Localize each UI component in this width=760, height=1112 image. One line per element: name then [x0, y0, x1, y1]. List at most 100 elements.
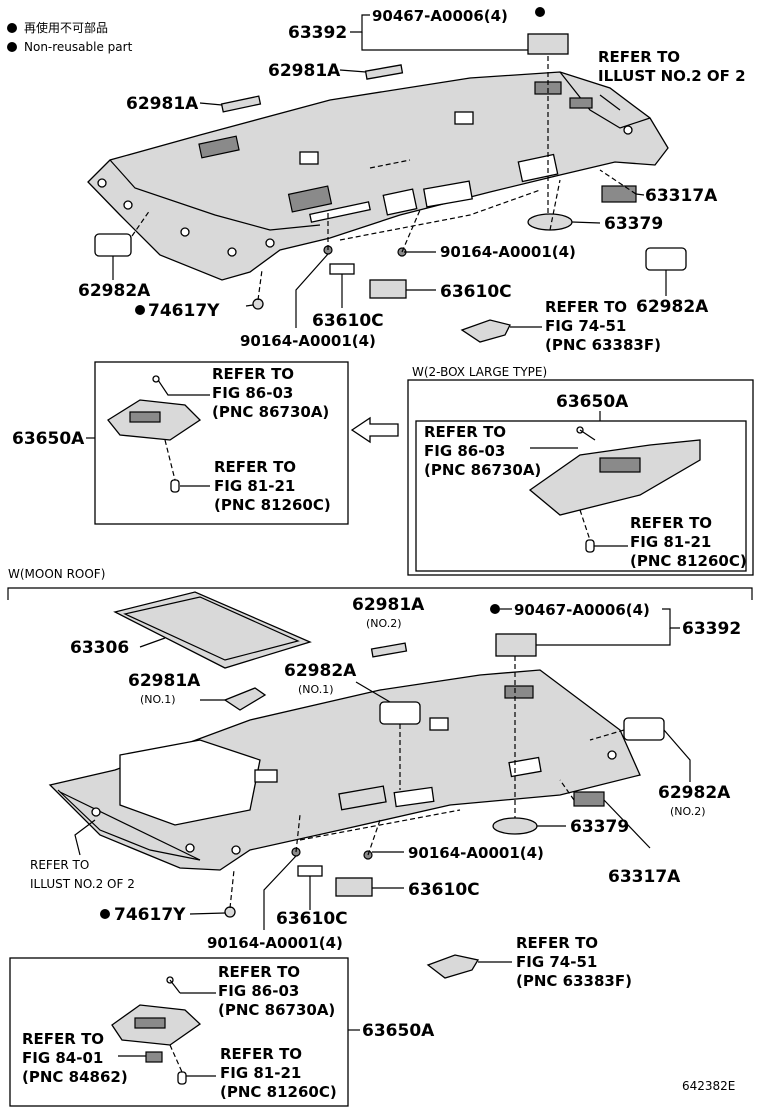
label-90164: 90164-A0001(4)	[408, 844, 544, 862]
label-no1: (NO.1)	[298, 683, 334, 696]
label-62982A: 62982A	[78, 281, 151, 301]
clip-hole	[180, 227, 190, 237]
non-reusable-dot-icon	[100, 909, 110, 919]
rear-recess	[569, 97, 593, 109]
label-63379: 63379	[604, 214, 663, 234]
clip-hole	[91, 807, 101, 817]
wire	[169, 979, 181, 994]
refer-81-line1: REFER TO	[630, 514, 712, 532]
refer-illust-line2: ILLUST NO.2 OF 2	[30, 877, 135, 891]
label-74617Y: 74617Y	[114, 905, 186, 925]
refer-84-line1: REFER TO	[22, 1030, 104, 1048]
guide-line	[401, 209, 421, 253]
guide-line	[369, 159, 411, 169]
bottom-detail-box: 63650A REFER TO FIG 86-03 (PNC 86730A) R…	[9, 957, 435, 1107]
refer-81-line2: FIG 81-21	[214, 477, 295, 495]
refer-74-line1: REFER TO	[516, 934, 598, 952]
label-63610C: 63610C	[312, 311, 384, 331]
label-63610C: 63610C	[408, 880, 480, 900]
leader-line	[189, 912, 226, 915]
left-detail-box: 63650A REFER TO FIG 86-03 (PNC 86730A) R…	[12, 361, 349, 525]
guide-line	[299, 809, 461, 841]
center-strip	[309, 201, 371, 223]
guide-line	[257, 269, 263, 301]
detail-frame	[94, 361, 349, 525]
room-lamp-large-part	[528, 439, 701, 516]
refer-illust-line1: REFER TO	[598, 48, 680, 66]
label-no2: (NO.2)	[670, 805, 706, 818]
lamp-lens	[129, 411, 161, 423]
label-63317A: 63317A	[645, 186, 718, 206]
headliner-panel	[87, 71, 669, 281]
console-opening	[393, 786, 435, 808]
arrow-left-icon	[350, 416, 399, 444]
label-90164: 90164-A0001(4)	[207, 934, 343, 952]
label-63317A: 63317A	[608, 867, 681, 887]
guide-line	[131, 209, 151, 237]
top-headliner-assembly: 63392 90467-A0006(4) 62981A 62981A REFER…	[78, 7, 746, 354]
refer-81-line1: REFER TO	[220, 1045, 302, 1063]
assist-grip-cover-part	[220, 95, 262, 113]
guide-line	[295, 814, 301, 853]
label-90164: 90164-A0001(4)	[440, 243, 576, 261]
non-reusable-dot-icon	[7, 23, 17, 33]
clip-hole	[607, 750, 617, 760]
sunshade-inner	[123, 596, 300, 661]
hook-part	[645, 247, 687, 271]
guide-line	[559, 779, 575, 801]
leader-line	[571, 221, 601, 224]
leader-line	[245, 304, 254, 307]
refer-81-line3: (PNC 81260C)	[630, 552, 747, 570]
bulb-part	[177, 1071, 187, 1085]
guide-line	[579, 509, 591, 541]
refer-86-line3: (PNC 86730A)	[424, 461, 541, 479]
refer-86-line2: FIG 86-03	[212, 384, 293, 402]
lamp-opening	[382, 188, 418, 216]
guide-line	[367, 819, 381, 856]
leader-line	[663, 729, 691, 782]
leader-line	[536, 628, 671, 646]
non-reusable-dot-icon	[535, 7, 545, 17]
guide-line	[164, 439, 176, 481]
leader-line	[662, 608, 680, 629]
leader-line	[599, 94, 621, 111]
variant-title: W(MOON ROOF)	[8, 567, 105, 581]
leader-line	[199, 102, 223, 106]
clip-hole	[185, 843, 195, 853]
refer-86-line1: REFER TO	[212, 365, 294, 383]
refer-86-line3: (PNC 86730A)	[212, 403, 329, 421]
right-detail-box: W(2-BOX LARGE TYPE) 63650A REFER TO FIG …	[407, 365, 754, 576]
label-62982A-no2: 62982A	[658, 783, 731, 803]
refer-86-line1: REFER TO	[218, 963, 300, 981]
lamp-housing-part	[527, 33, 569, 55]
harness-part	[460, 319, 511, 343]
leader-line	[263, 855, 297, 930]
refer-74-line3: (PNC 63383F)	[545, 336, 661, 354]
headliner-edge	[559, 71, 651, 129]
label-74617Y: 74617Y	[148, 301, 220, 321]
harness-part	[426, 954, 480, 979]
refer-81-line1: REFER TO	[214, 458, 296, 476]
bulb-part	[170, 479, 180, 493]
guide-line	[169, 1044, 183, 1073]
bracket-part	[329, 263, 355, 275]
label-90164: 90164-A0001(4)	[240, 332, 376, 350]
non-reusable-dot-icon	[7, 42, 17, 52]
leader-line	[635, 193, 645, 196]
refer-illust-line2: ILLUST NO.2 OF 2	[598, 67, 746, 85]
refer-86-line3: (PNC 86730A)	[218, 1001, 335, 1019]
lamp-housing-part	[495, 633, 537, 657]
label-no1: (NO.1)	[140, 693, 176, 706]
refer-84-line3: (PNC 84862)	[22, 1068, 128, 1086]
refer-84-line2: FIG 84-01	[22, 1049, 103, 1067]
label-63306: 63306	[70, 638, 129, 658]
label-63610C: 63610C	[440, 282, 512, 302]
sunvisor-holder-recess	[198, 135, 240, 159]
switch-part	[145, 1051, 163, 1063]
leader-line	[295, 253, 329, 328]
leader-line	[339, 69, 367, 73]
illustration-code: 642382E	[682, 1079, 735, 1093]
small-recess	[454, 111, 474, 125]
clip-hole	[123, 200, 133, 210]
center-opening	[287, 185, 333, 213]
